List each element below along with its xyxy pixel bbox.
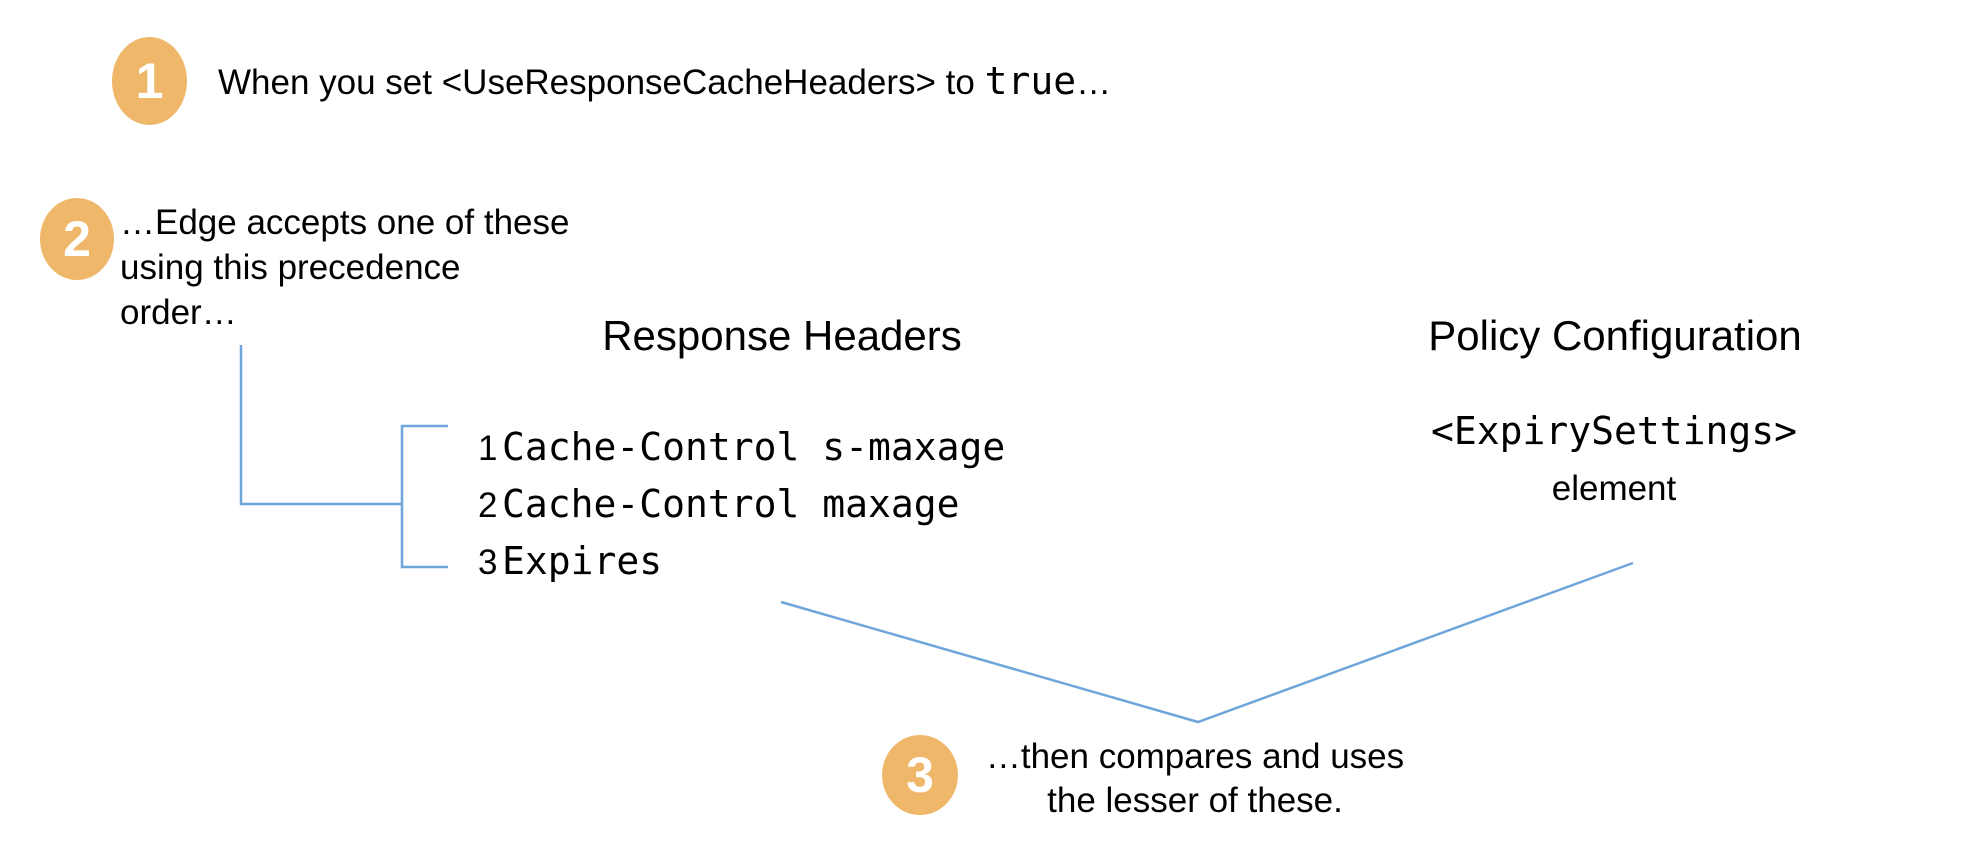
policy-configuration-title: Policy Configuration [1428,312,1802,359]
step-3-line-1: …then compares and uses [985,737,1405,776]
header-item-1-rank: 1 [478,429,498,468]
step-3-text: …then compares and uses the lesser of th… [945,735,1445,823]
header-item-3-name: Expires [502,539,663,583]
header-item-2-rank: 2 [478,486,498,525]
step-1-text-after: … [1076,63,1112,102]
header-item-3-rank: 3 [478,543,498,582]
precedence-elbow-line [239,345,402,506]
step-2-line-2: using this precedence [120,248,461,287]
header-item-1-name: Cache-Control s-maxage [502,425,1006,469]
step-2-line-3: order… [120,293,237,332]
expiry-settings-caption: element [1551,469,1677,508]
step-2-text: …Edge accepts one of these using this pr… [120,200,569,335]
header-item-2-name: Cache-Control maxage [502,482,960,526]
header-list-bracket [400,424,448,569]
response-headers-title: Response Headers [602,312,962,359]
step-1-number: 1 [135,53,164,109]
step-2-line-1: …Edge accepts one of these [120,203,570,242]
expiry-settings-code: <ExpirySettings> [1430,409,1798,453]
step-3-number: 3 [906,747,934,803]
step-1-text: When you set <UseResponseCacheHeaders> t… [218,58,1111,104]
step-1-badge: 1 [112,37,187,125]
step-1-text-before: When you set <UseResponseCacheHeaders> t… [218,63,985,102]
step-2-number: 2 [63,211,91,267]
step-3-line-2: the lesser of these. [1047,781,1343,820]
step-3-badge: 3 [882,735,958,815]
step-2-badge: 2 [40,198,114,280]
compare-v-line [780,561,1634,724]
step-1-code-token: true [984,59,1077,103]
